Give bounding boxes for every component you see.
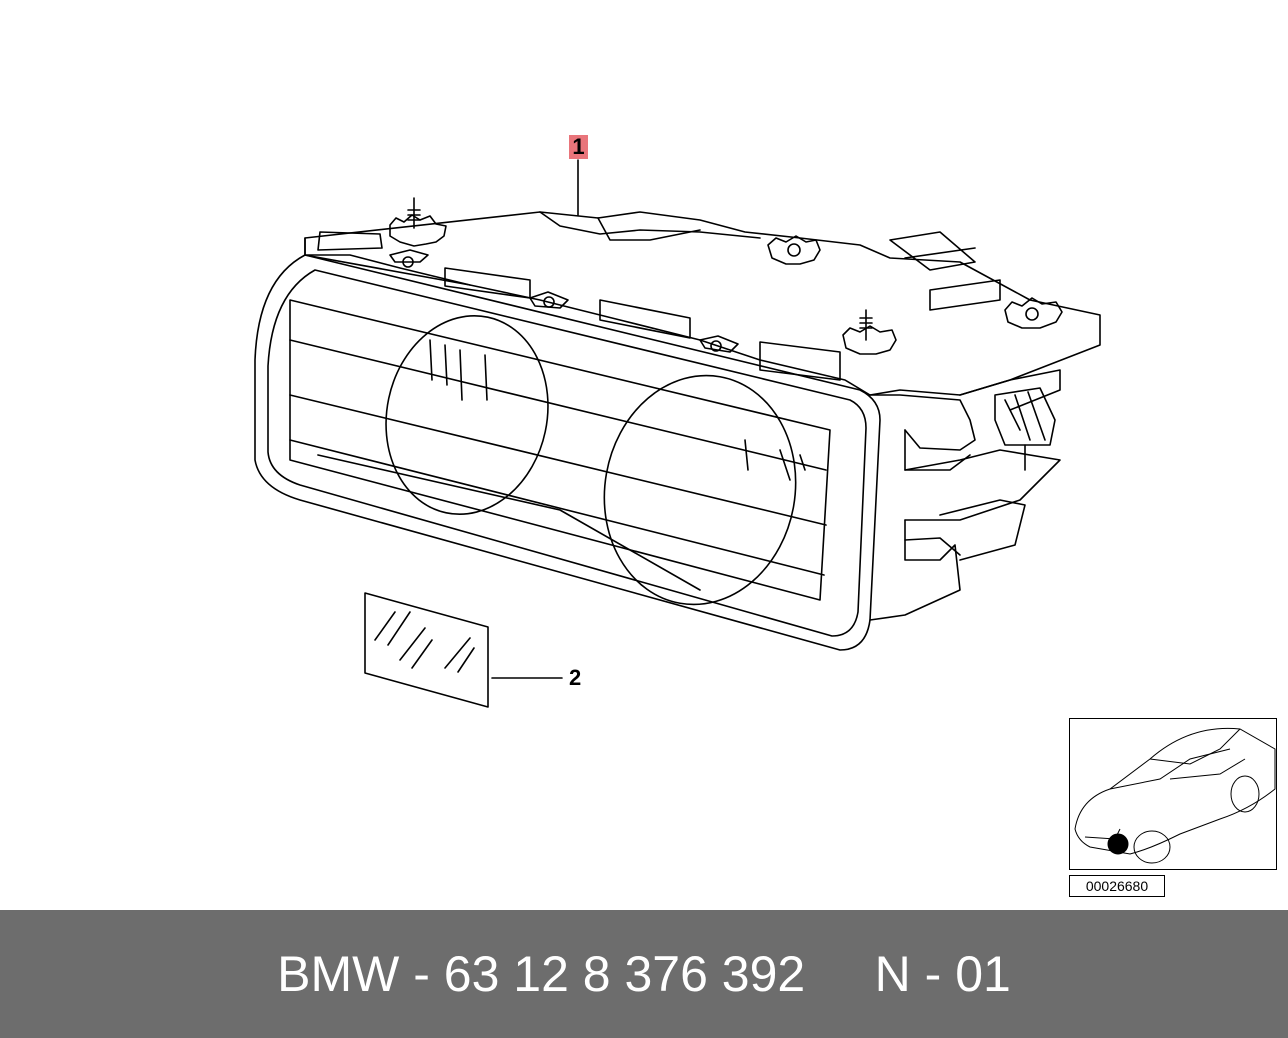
adjuster-gear-left	[389, 197, 447, 247]
adjuster-gear-right-far	[1004, 297, 1063, 329]
callout-2-label: 2	[569, 665, 582, 690]
reference-code: 00026680	[1069, 875, 1165, 897]
car-outline-icon	[1074, 727, 1276, 864]
location-marker-icon	[1107, 833, 1129, 855]
parts-diagram: 1 2 00026680	[254, 135, 1277, 897]
callout-1-label: 1	[569, 135, 588, 159]
footer-bar: BMW - 63 12 8 376 392 N - 01	[0, 910, 1288, 1038]
part-number-caption: BMW - 63 12 8 376 392 N - 01	[277, 946, 1011, 1002]
vehicle-location-thumbnail	[1069, 718, 1277, 870]
adjuster-screw-side	[994, 387, 1056, 471]
adjuster-gear-right-top	[767, 235, 821, 265]
headlight-housing	[304, 211, 1101, 621]
lens-glass-pane	[364, 592, 489, 708]
headlight-line-drawing	[254, 159, 1101, 708]
headlight-lens	[254, 254, 881, 651]
adjuster-gear-right-mid	[842, 309, 897, 355]
